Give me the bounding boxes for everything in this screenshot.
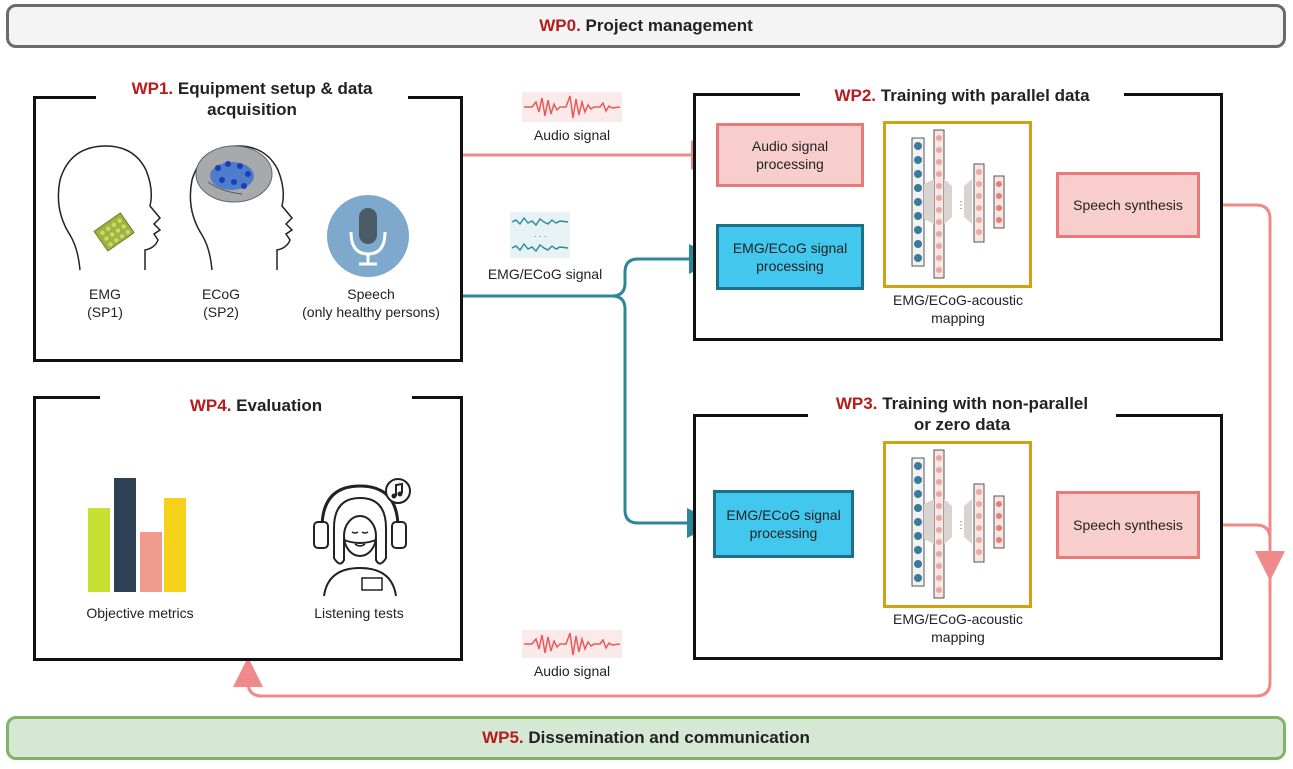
wp3-title-line2: or zero data [913,415,1011,434]
wp3-number: WP3. [835,394,878,413]
return-arrow-to-wp4 [233,575,1272,698]
listener-icon [313,484,407,597]
wp3-title: WP3. Training with non-parallel or zero … [808,393,1116,435]
wp4-title: WP4. Evaluation [100,395,412,416]
wp2-emg-proc-line1: EMG/ECoG signal [732,240,848,256]
wp2-mapping-line1: EMG/ECoG-acoustic [893,292,1023,308]
svg-text:. . .: . . . [534,229,547,239]
wp3-emg-proc-line2: processing [749,525,818,541]
ecog-label-text: ECoG [201,286,241,302]
audio-waveform-icon-bottom [522,630,622,658]
audio-signal-label-bottom: Audio signal [533,663,611,679]
wp3-mapping-label: EMG/ECoG-acoustic mapping [868,610,1048,646]
wp1-title: WP1. Equipment setup & data acquisition [96,78,408,120]
ecog-label: ECoG (SP2) [176,285,266,321]
svg-text:⋮: ⋮ [956,200,966,211]
wp2-emg-processing-box: EMG/ECoG signal processing [716,224,864,290]
ecog-label-sub: (SP2) [203,304,239,320]
wp2-title-text: Training with parallel data [880,86,1090,105]
wp3-emg-proc-line1: EMG/ECoG signal [726,507,841,523]
speech-label: Speech (only healthy persons) [286,285,456,321]
emg-label: EMG (SP1) [60,285,150,321]
wp1-number: WP1. [131,79,174,98]
wp2-mapping-line2: mapping [931,310,985,326]
wp5-number: WP5. [482,728,524,747]
wp3-title-line1: Training with non-parallel [882,394,1089,413]
wp4-number: WP4. [189,396,232,415]
wp0-number: WP0. [539,16,581,35]
wp2-audio-proc-line2: processing [756,156,824,172]
wp2-audio-processing-box: Audio signal processing [716,123,864,187]
wp2-neural-network-icon: ⋮ [883,121,1032,288]
ecog-head-icon [189,145,294,271]
wp3-speech-synthesis-box: Speech synthesis [1056,491,1200,559]
wp2-title: WP2. Training with parallel data [800,85,1124,106]
svg-text:⋮: ⋮ [956,520,966,531]
wp0-title: Project management [585,16,753,35]
neural-network-icon-wp3: ⋮ [911,449,1005,599]
emg-label-sub: (SP1) [87,304,123,320]
wp1-title-line2: acquisition [207,100,297,119]
wp2-speech-synthesis-box: Speech synthesis [1056,172,1200,238]
wp3-neural-network-icon: ⋮ [883,441,1032,608]
wp5-banner: WP5. Dissemination and communication [6,716,1286,760]
emg-waveform-icon: . . . [510,212,570,258]
synth-output-arrow-wp3 [1200,523,1272,575]
speech-label-sub: (only healthy persons) [302,304,440,320]
bar-chart-icon [88,478,186,592]
wp3-mapping-line2: mapping [931,629,985,645]
wp2-audio-proc-line1: Audio signal [751,138,829,154]
wp4-title-text: Evaluation [236,396,323,415]
wp3-emg-processing-box: EMG/ECoG signal processing [713,490,854,558]
wp2-number: WP2. [834,86,877,105]
wp5-title: Dissemination and communication [528,728,810,747]
wp2-mapping-label: EMG/ECoG-acoustic mapping [868,291,1048,327]
objective-metrics-label: Objective metrics [86,605,194,621]
wp3-mapping-line1: EMG/ECoG-acoustic [893,611,1023,627]
emg-arrow-wp1-to-wp3 [611,294,717,538]
emg-head-icon [57,145,162,271]
emg-label-text: EMG [89,286,121,302]
emg-signal-label: EMG/ECoG signal [487,266,603,282]
audio-signal-label-top: Audio signal [533,127,611,143]
wp2-emg-proc-line2: processing [756,258,824,274]
music-note-icon [385,478,411,504]
listening-tests-label: Listening tests [314,605,404,621]
audio-waveform-icon [522,92,622,122]
wp1-title-line1: Equipment setup & data [177,79,373,98]
microphone-icon [327,195,409,277]
neural-network-icon: ⋮ [911,129,1005,279]
wp0-banner: WP0. Project management [6,4,1286,48]
speech-label-text: Speech [347,286,395,302]
synth-output-arrow-wp2 [1200,203,1285,581]
